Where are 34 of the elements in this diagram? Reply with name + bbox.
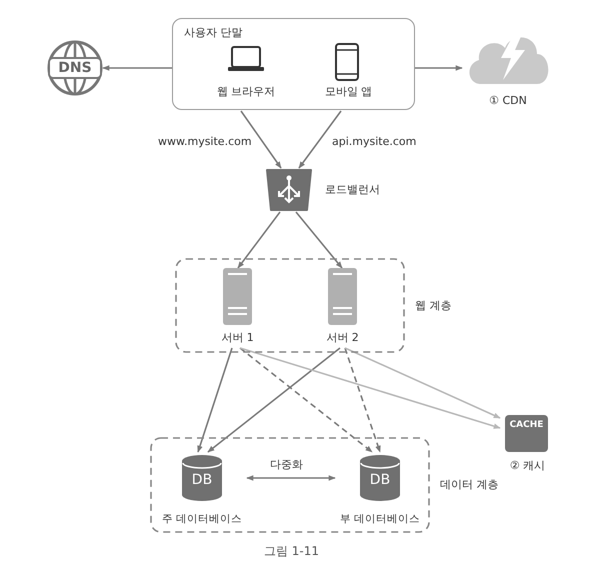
component-label: 로드밸런서 xyxy=(325,183,380,197)
arrow xyxy=(246,475,336,481)
figure-caption: 그림 1-11 xyxy=(262,544,320,558)
service-label: ① CDN xyxy=(488,94,528,108)
group-title: 사용자 단말 xyxy=(184,26,242,40)
arrow xyxy=(344,348,381,453)
arrow xyxy=(240,347,373,453)
icon-label: DB xyxy=(190,472,214,488)
arrow xyxy=(102,65,172,71)
device-label: 모바일 앱 xyxy=(324,85,374,99)
arrow xyxy=(295,212,343,269)
database-label: 주 데이터베이스 xyxy=(160,512,244,526)
arrow xyxy=(344,347,501,419)
cache-box: CACHE xyxy=(505,415,548,452)
arrow xyxy=(197,348,233,453)
arrow xyxy=(237,212,281,269)
arrow xyxy=(240,110,282,169)
device-group-panel xyxy=(172,18,415,110)
device-label: 웹 브라우저 xyxy=(216,85,276,99)
icon-label: DNS xyxy=(57,60,93,76)
edge-label: api.mysite.com xyxy=(330,135,418,149)
edge-label: 다중화 xyxy=(268,458,305,472)
server-label: 서버 2 xyxy=(325,331,360,345)
arrow xyxy=(240,347,501,429)
icon-label: DB xyxy=(368,472,392,488)
arrow xyxy=(207,347,340,453)
tier-label: 데이터 계층 xyxy=(440,478,498,492)
database-label: 부 데이터베이스 xyxy=(338,512,422,526)
server-label: 서버 1 xyxy=(220,331,255,345)
edge-label: www.mysite.com xyxy=(156,135,254,149)
tier-label: 웹 계층 xyxy=(415,298,452,312)
arrow xyxy=(298,110,342,169)
arrow xyxy=(415,65,463,71)
component-label: ② 캐시 xyxy=(508,459,546,473)
